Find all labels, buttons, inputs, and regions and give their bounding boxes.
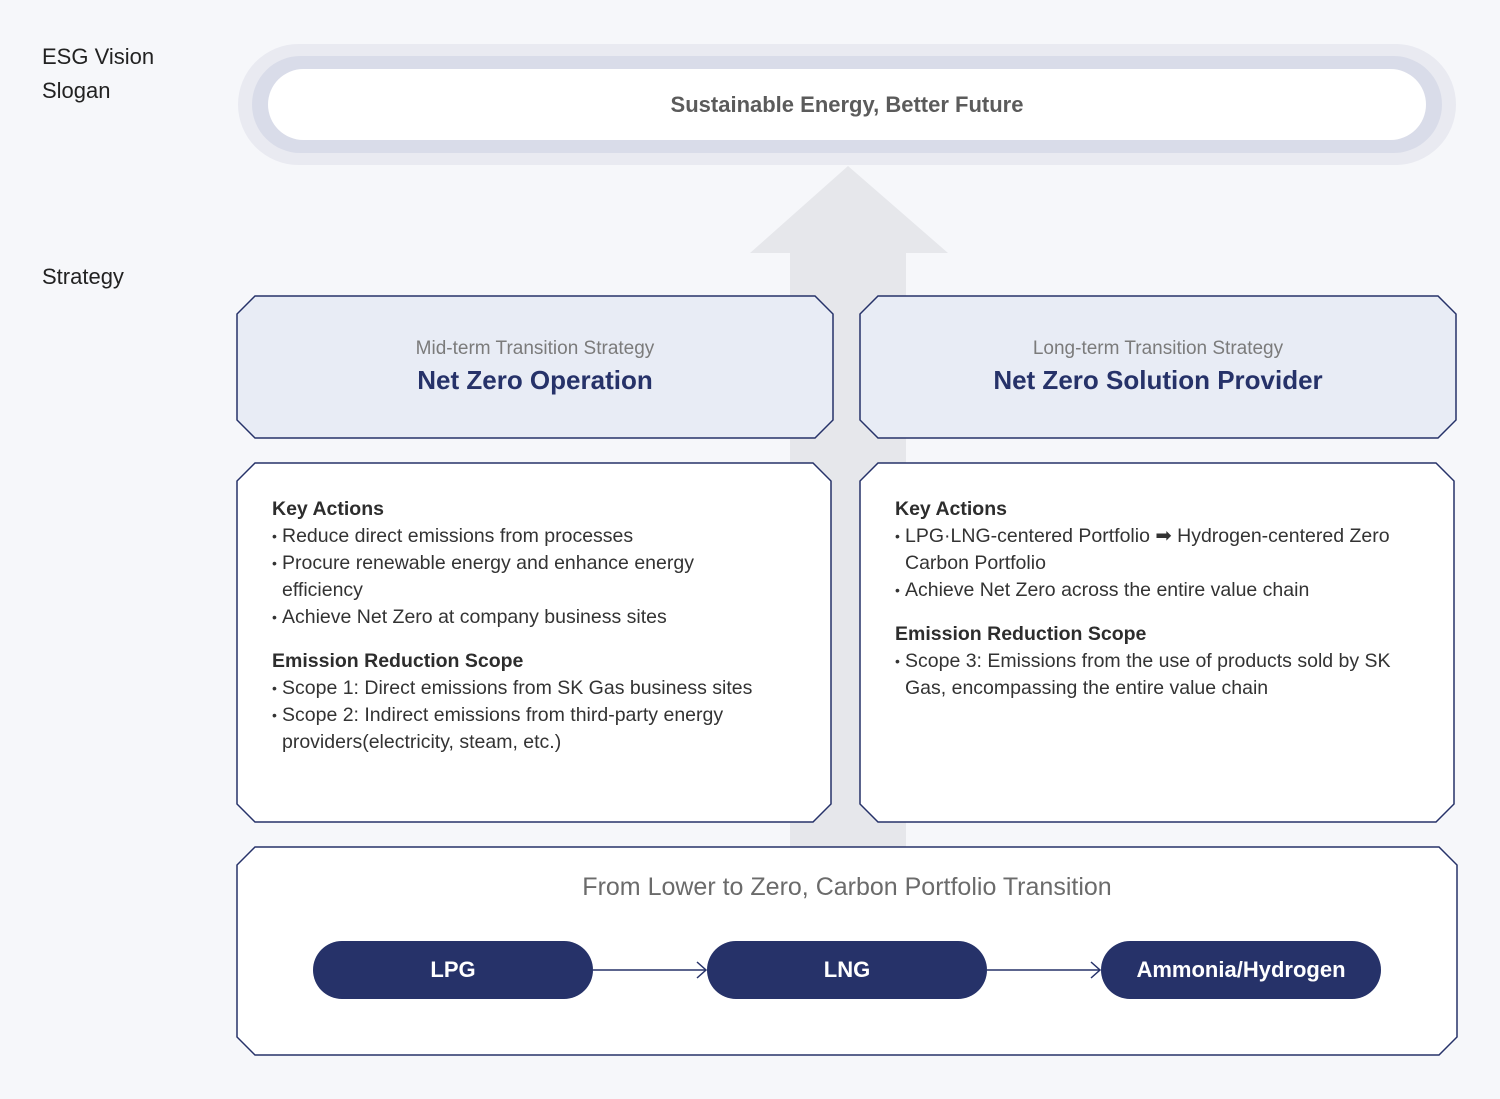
strategy-label: Strategy	[42, 264, 124, 289]
list-item: Reduce direct emissions from processes	[272, 523, 772, 550]
long-term-details: Key Actions LPG·LNG-centered Portfolio ➡…	[895, 496, 1420, 702]
transition-title: From Lower to Zero, Carbon Portfolio Tra…	[582, 873, 1112, 901]
mid-term-title: Net Zero Operation	[417, 365, 653, 395]
long-term-key-actions-title: Key Actions	[895, 498, 1007, 520]
slogan-text: Sustainable Energy, Better Future	[268, 69, 1426, 140]
long-term-key-actions-list: LPG·LNG-centered Portfolio ➡ Hydrogen-ce…	[895, 523, 1420, 604]
transition-panel: From Lower to Zero, Carbon Portfolio Tra…	[237, 847, 1457, 1055]
list-item: Scope 2: Indirect emissions from third-p…	[272, 702, 772, 756]
mid-term-scope-title: Emission Reduction Scope	[272, 650, 524, 672]
slogan-banner: Sustainable Energy, Better Future	[238, 44, 1456, 165]
long-term-scope-list: Scope 3: Emissions from the use of produ…	[895, 648, 1420, 702]
mid-term-subtitle: Mid-term Transition Strategy	[415, 338, 655, 359]
list-item: Procure renewable energy and enhance ene…	[272, 550, 772, 604]
vision-label-line2: Slogan	[42, 78, 111, 103]
list-item: Achieve Net Zero at company business sit…	[272, 604, 772, 631]
list-item: Scope 1: Direct emissions from SK Gas bu…	[272, 675, 772, 702]
mid-term-scope-list: Scope 1: Direct emissions from SK Gas bu…	[272, 675, 772, 756]
mid-term-key-actions-title: Key Actions	[272, 498, 384, 520]
step-ammonia-hydrogen: Ammonia/Hydrogen	[1101, 941, 1381, 999]
mid-term-header: Mid-term Transition Strategy Net Zero Op…	[237, 296, 833, 438]
long-term-header-frame	[859, 295, 1457, 439]
long-term-scope-title: Emission Reduction Scope	[895, 623, 1147, 645]
slogan-banner-ring: Sustainable Energy, Better Future	[252, 56, 1442, 153]
long-term-subtitle: Long-term Transition Strategy	[1032, 338, 1284, 359]
list-item: Achieve Net Zero across the entire value…	[895, 577, 1420, 604]
arrow-right-icon	[987, 961, 1102, 979]
step-lpg: LPG	[313, 941, 593, 999]
long-term-header: Long-term Transition Strategy Net Zero S…	[860, 296, 1456, 438]
mid-term-header-frame	[236, 295, 834, 439]
mid-term-key-actions-list: Reduce direct emissions from processes P…	[272, 523, 772, 631]
list-item: LPG·LNG-centered Portfolio ➡ Hydrogen-ce…	[895, 523, 1420, 577]
arrow-right-icon	[593, 961, 708, 979]
mid-term-details: Key Actions Reduce direct emissions from…	[272, 496, 772, 756]
step-lng: LNG	[707, 941, 987, 999]
vision-label-line1: ESG Vision	[42, 44, 155, 69]
long-term-title: Net Zero Solution Provider	[993, 365, 1323, 395]
esg-vision-slogan-label: ESG Vision Slogan	[42, 40, 154, 108]
list-item: Scope 3: Emissions from the use of produ…	[895, 648, 1420, 702]
